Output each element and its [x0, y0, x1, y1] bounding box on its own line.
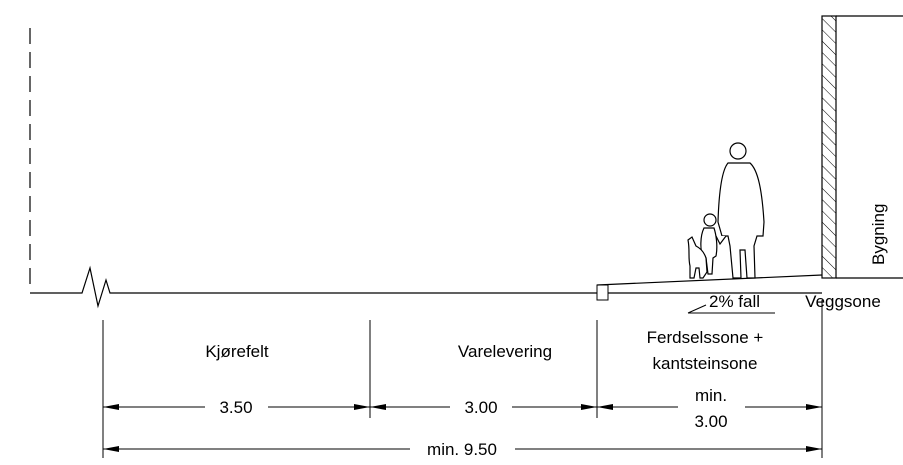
building-label: Bygning — [869, 204, 888, 265]
zone-label-wall: Veggsone — [805, 292, 881, 311]
dimension-pedestrian-line2: 3.00 — [694, 412, 727, 431]
sidewalk-top-line — [596, 274, 823, 286]
child-figure — [700, 213, 718, 275]
building-wall-hatched — [821, 15, 837, 279]
slope-arrow-head — [687, 304, 707, 314]
zone-label-pedestrian-line2: kantsteinsone — [653, 354, 758, 373]
dimension-delivery: 3.00 — [464, 398, 497, 417]
dog-figure — [687, 236, 708, 279]
zone-label-driving-lane: Kjørefelt — [205, 342, 269, 361]
dimension-pedestrian-line1: min. — [695, 386, 727, 405]
dimension-total: min. 9.50 — [427, 440, 497, 459]
pedestrian-figure — [715, 142, 765, 279]
curb-stone — [596, 284, 609, 301]
zone-label-delivery: Varelevering — [458, 342, 552, 361]
zone-label-pedestrian-line1: Ferdselssone + — [647, 328, 764, 347]
slope-label: 2% fall — [709, 292, 760, 311]
dimension-driving-lane: 3.50 — [219, 398, 252, 417]
dimension-row-total — [103, 446, 822, 452]
road-surface-line — [30, 265, 597, 309]
dimension-row-zones — [103, 404, 822, 410]
